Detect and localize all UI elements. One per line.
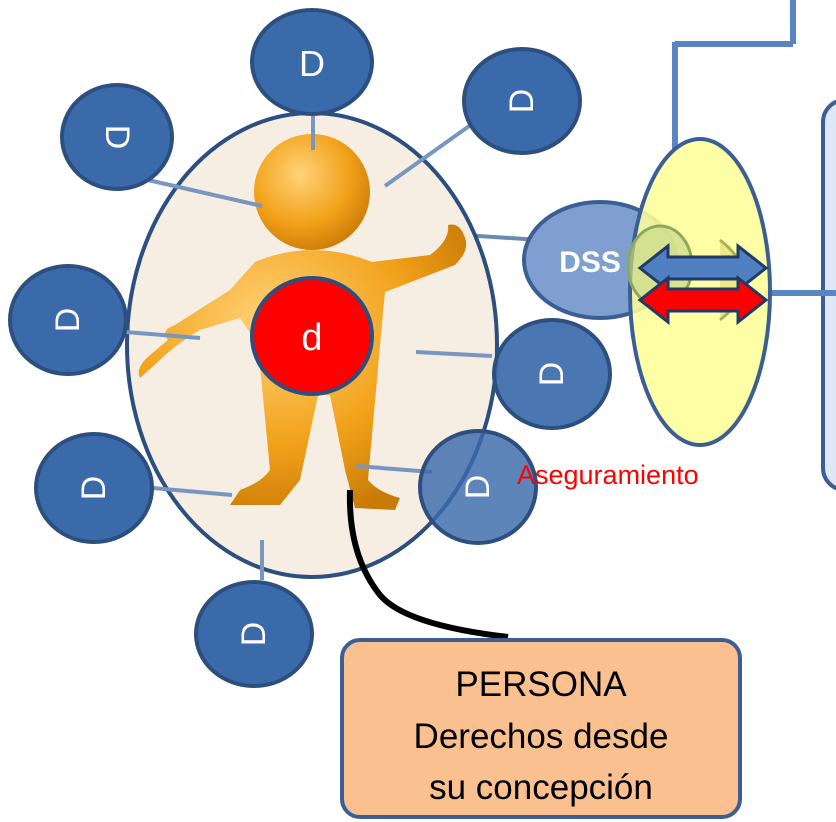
satellite-lower-left-label: D	[75, 476, 113, 501]
satellite-top-left-label: D	[98, 125, 136, 150]
satellite-lower-right-label: D	[459, 475, 497, 500]
red-double-arrow	[637, 274, 769, 326]
satellite-bottom-label: D	[235, 622, 273, 647]
center-circle: d	[250, 276, 374, 396]
satellite-top-right: D	[462, 47, 582, 155]
dss-label: DSS	[559, 246, 621, 279]
persona-connector	[346, 489, 509, 640]
top-connector	[672, 0, 796, 150]
satellite-right: D	[492, 318, 612, 430]
satellite-left: D	[8, 264, 128, 376]
aseguramiento-label: Aseguramiento	[517, 460, 699, 490]
satellite-lower-left: D	[34, 432, 154, 544]
satellite-top-left: D	[60, 83, 174, 191]
satellite-top-right-label: D	[503, 89, 541, 114]
satellite-top: D	[250, 8, 374, 116]
persona-title: PERSONA	[455, 665, 627, 704]
satellite-top-label: D	[299, 43, 325, 84]
persona-line2: su concepción	[429, 768, 653, 807]
satellite-left-label: D	[49, 308, 87, 333]
persona-line1: Derechos desde	[414, 717, 669, 756]
satellite-bottom: D	[194, 580, 314, 688]
satellite-lower-right: D	[418, 429, 538, 545]
center-label: d	[301, 317, 322, 359]
persona-box: PERSONA Derechos desde su concepción	[340, 638, 742, 819]
satellite-right-label: D	[533, 362, 571, 387]
